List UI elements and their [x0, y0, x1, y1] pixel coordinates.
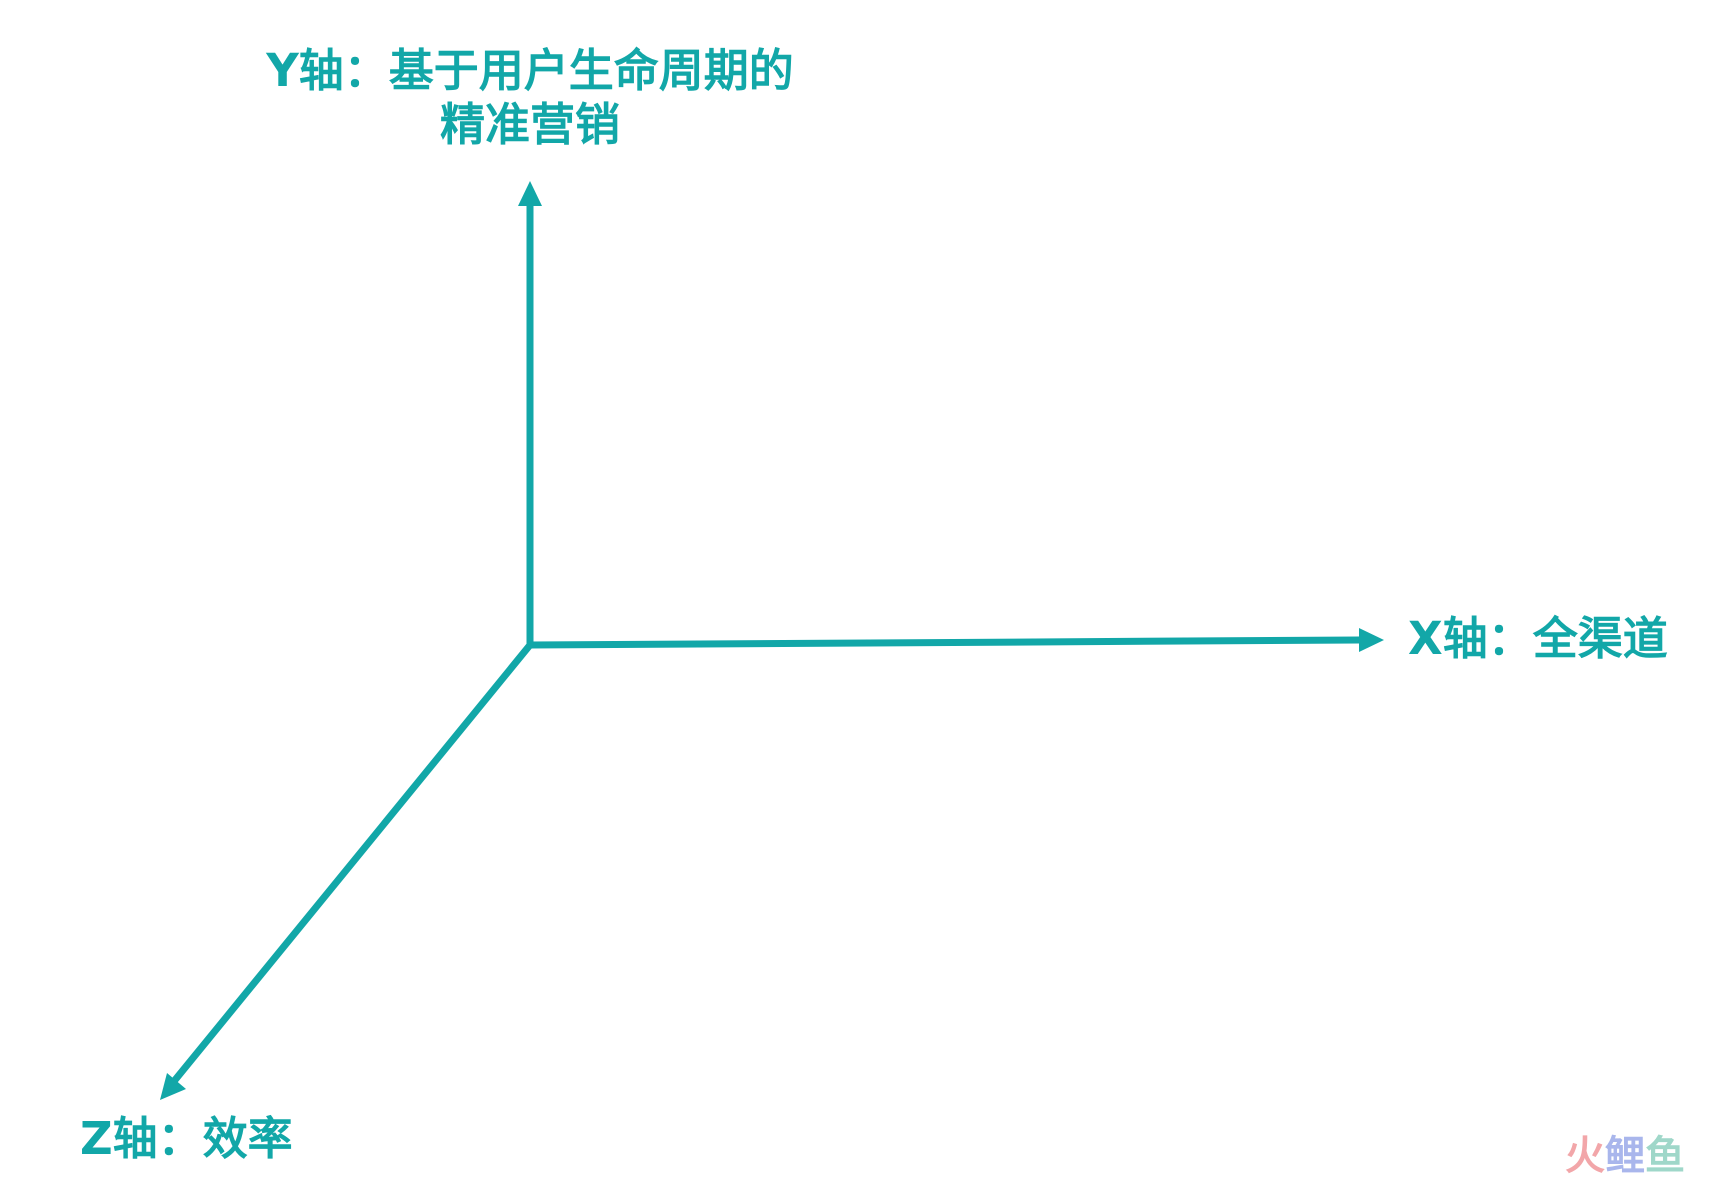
- y-axis-label-line1: Y轴：基于用户生命周期的: [266, 44, 794, 97]
- y-axis-label-line2: 精准营销: [439, 98, 620, 151]
- watermark-logo: 火鲤鱼: [1565, 1132, 1685, 1180]
- watermark-part-2: 鲤: [1605, 1133, 1645, 1179]
- z-axis-label: Z轴：效率: [80, 1112, 293, 1165]
- watermark-part-1: 火: [1565, 1133, 1605, 1179]
- y-axis-label: Y轴：基于用户生命周期的 精准营销: [250, 44, 810, 152]
- axes-group: [160, 181, 1384, 1100]
- x-axis-line: [526, 636, 1364, 649]
- x-axis-label: X轴：全渠道: [1408, 612, 1668, 665]
- z-axis-line: [171, 641, 534, 1084]
- x-axis-arrowhead: [1359, 628, 1384, 652]
- watermark-part-3: 鱼: [1645, 1133, 1685, 1179]
- y-axis-arrowhead: [518, 181, 542, 206]
- z-axis-arrowhead: [160, 1073, 186, 1100]
